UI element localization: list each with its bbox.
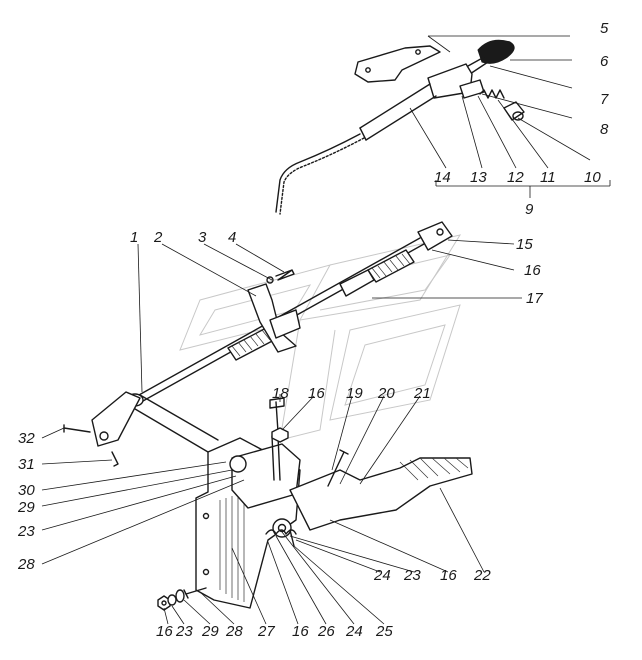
pedal bbox=[265, 457, 473, 547]
loose-fasteners bbox=[157, 397, 349, 611]
knob bbox=[477, 39, 515, 64]
bolt-19 bbox=[327, 451, 345, 487]
callout-7: 7 bbox=[600, 91, 609, 108]
callout-26: 26 bbox=[317, 623, 335, 640]
spring-pin bbox=[289, 529, 295, 547]
callout-23-a: 23 bbox=[17, 523, 35, 540]
stud bbox=[271, 435, 275, 481]
callout-28-a: 28 bbox=[17, 556, 35, 573]
callout-24-a: 24 bbox=[373, 567, 391, 584]
callout-25: 25 bbox=[375, 623, 393, 640]
callout-19: 19 bbox=[346, 385, 363, 402]
callout-5: 5 bbox=[600, 20, 609, 37]
callout-8: 8 bbox=[600, 121, 609, 138]
leader-lines bbox=[41, 35, 611, 625]
mounting-plate bbox=[354, 45, 441, 83]
callout-16-a: 16 bbox=[524, 262, 541, 279]
callout-21: 21 bbox=[413, 385, 431, 402]
callout-12: 12 bbox=[507, 169, 524, 186]
callout-29-b: 29 bbox=[201, 623, 219, 640]
callout-3: 3 bbox=[198, 229, 207, 246]
callout-20: 20 bbox=[377, 385, 395, 402]
pivot-bolt bbox=[63, 427, 91, 433]
spring bbox=[479, 89, 505, 99]
callout-labels: 5 6 7 8 14 13 12 11 10 9 1 2 3 4 15 16 1… bbox=[17, 20, 609, 640]
callout-16-b: 16 bbox=[308, 385, 325, 402]
callout-22: 22 bbox=[473, 567, 491, 584]
callout-27: 27 bbox=[257, 623, 275, 640]
callout-18: 18 bbox=[272, 385, 289, 402]
callout-15: 15 bbox=[516, 236, 533, 253]
callout-24-b: 24 bbox=[345, 623, 363, 640]
callout-2: 2 bbox=[153, 229, 163, 246]
pedal-bracket bbox=[195, 435, 301, 609]
callout-29-a: 29 bbox=[17, 499, 35, 516]
callout-11: 11 bbox=[540, 169, 556, 186]
callout-9: 9 bbox=[525, 201, 534, 218]
pedal-spring bbox=[265, 529, 297, 535]
callout-16-d: 16 bbox=[156, 623, 173, 640]
callout-16-c: 16 bbox=[440, 567, 457, 584]
cable-bracket bbox=[247, 283, 297, 353]
bolt bbox=[275, 269, 295, 281]
lever-shaft bbox=[63, 391, 219, 467]
hand-control-assembly bbox=[275, 39, 525, 215]
flex-cable bbox=[275, 133, 361, 213]
callout-23-b: 23 bbox=[403, 567, 421, 584]
callout-23-c: 23 bbox=[175, 623, 193, 640]
callout-14: 14 bbox=[434, 169, 451, 186]
bolt-29 bbox=[185, 587, 207, 595]
clevis bbox=[417, 221, 453, 251]
watermark bbox=[179, 234, 462, 441]
callout-28-b: 28 bbox=[225, 623, 243, 640]
lever-arm bbox=[91, 391, 141, 447]
callout-6: 6 bbox=[600, 53, 609, 70]
callout-16-e: 16 bbox=[292, 623, 309, 640]
callout-13: 13 bbox=[470, 169, 487, 186]
callout-1: 1 bbox=[130, 229, 138, 246]
callout-32: 32 bbox=[18, 430, 35, 447]
callout-31: 31 bbox=[18, 456, 35, 473]
split-pin bbox=[111, 451, 119, 467]
callout-10: 10 bbox=[584, 169, 601, 186]
callout-30: 30 bbox=[18, 482, 35, 499]
cable-assembly bbox=[129, 221, 453, 407]
callout-17: 17 bbox=[526, 290, 543, 307]
callout-4: 4 bbox=[228, 229, 236, 246]
